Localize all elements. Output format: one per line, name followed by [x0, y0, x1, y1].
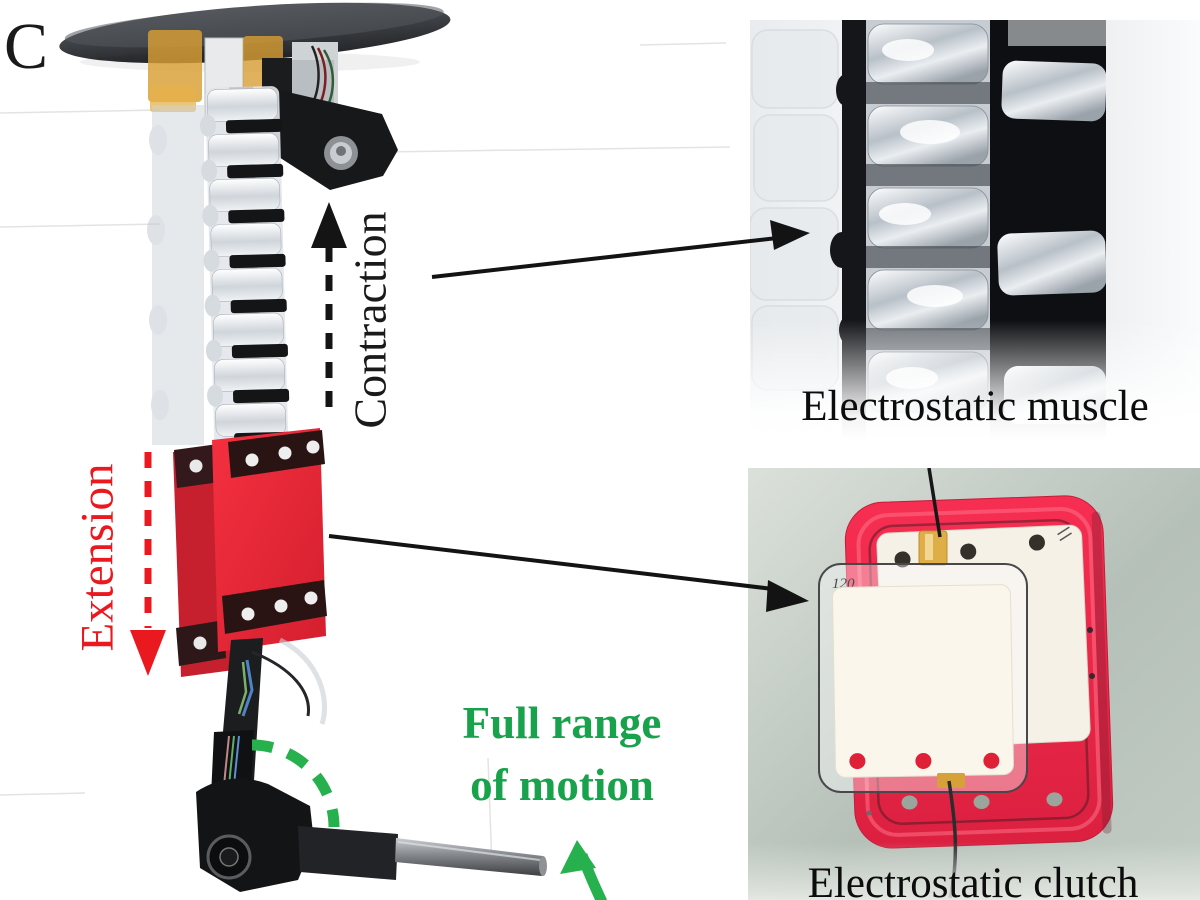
- clutch-bottom-tab: [937, 773, 965, 788]
- muscle-inset-photo: [750, 20, 1200, 440]
- clutch-pointer-arrow-icon: [328, 534, 809, 612]
- muscle-ghost-film: [147, 105, 204, 445]
- robot-photo: [0, 2, 731, 900]
- contraction-label: Contraction: [345, 211, 396, 429]
- clutch-wire-top: [927, 468, 942, 538]
- muscle-actuator: [199, 86, 291, 446]
- full-range-of-motion-label: Full range of motion: [462, 698, 662, 811]
- panel-label: C: [4, 10, 49, 83]
- contraction-arrow-icon: [311, 202, 347, 419]
- clutch-on-robot: [173, 428, 327, 677]
- motion-arrow-icon: [560, 840, 607, 900]
- muscle-inset-caption: Electrostatic muscle: [801, 383, 1149, 430]
- muscle-pointer-arrow-icon: [431, 220, 810, 279]
- clutch-front-square: [832, 584, 1014, 778]
- clutch-inset-caption: Electrostatic clutch: [807, 860, 1139, 900]
- arm-linkage: [196, 637, 547, 892]
- clutch-inset-photo: 120: [748, 468, 1200, 900]
- extension-label: Extension: [71, 463, 124, 651]
- extension-arrow-icon: [130, 452, 166, 676]
- motion-arc-icon: [251, 739, 340, 828]
- paper-seam-lines: [0, 42, 731, 869]
